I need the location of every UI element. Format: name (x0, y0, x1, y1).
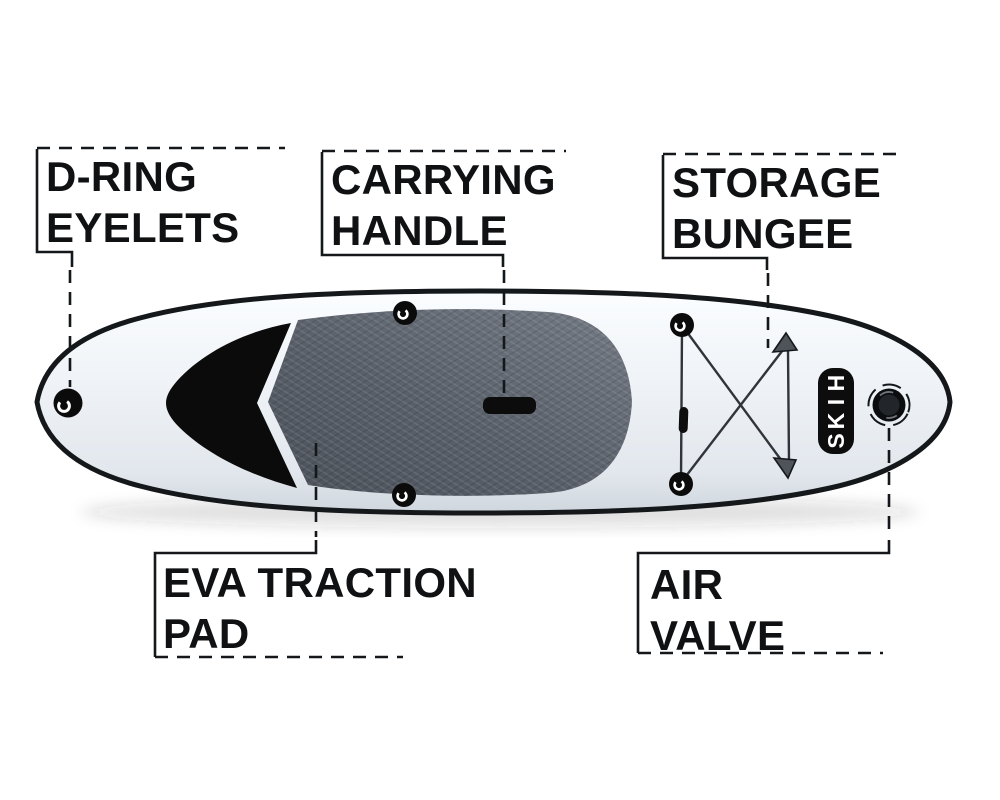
label-line: HANDLE (331, 207, 508, 254)
bungee-anchor-top (771, 331, 799, 353)
bungee-center-anchor (678, 407, 689, 434)
label-line: BUNGEE (672, 210, 854, 257)
bracket-eva-pad (153, 540, 318, 657)
label-air-valve: AIR VALVE (650, 559, 785, 661)
logo-letter: K (823, 412, 849, 429)
nose-graphic (166, 323, 297, 488)
bracket-air-valve (636, 540, 891, 653)
callout-leaders (37, 146, 905, 659)
d-ring-nose (53, 388, 83, 418)
logo-letter: S (823, 433, 849, 448)
carrying-handle (483, 397, 536, 414)
label-line: D-RING (46, 153, 198, 200)
air-valve (867, 383, 911, 427)
d-ring-top-rear (670, 313, 694, 337)
logo-letter: I (823, 399, 849, 405)
label-line: EYELETS (46, 204, 240, 251)
label-line: AIR (650, 561, 724, 608)
d-ring-top-mid (393, 301, 417, 325)
bracket-bungee (661, 155, 769, 270)
bungee-anchor-bottom (772, 457, 798, 480)
label-line: STORAGE (672, 159, 882, 206)
brand-logo: H I K S (818, 368, 854, 454)
label-line: PAD (163, 610, 250, 657)
eva-traction-pad (268, 309, 632, 496)
d-ring-bottom-rear (669, 472, 693, 496)
bracket-d-ring (35, 149, 74, 267)
storage-bungee (679, 326, 791, 483)
label-line: CARRYING (331, 156, 556, 203)
bracket-handle (320, 152, 505, 267)
label-storage-bungee: STORAGE BUNGEE (672, 157, 881, 259)
label-d-ring-eyelets: D-RING EYELETS (46, 151, 239, 253)
logo-letter: H (823, 375, 849, 392)
label-carrying-handle: CARRYING HANDLE (331, 154, 556, 256)
label-line: VALVE (650, 612, 786, 659)
d-ring-bottom-mid (392, 483, 416, 507)
label-eva-traction-pad: EVA TRACTION PAD (163, 557, 477, 659)
label-line: EVA TRACTION (163, 559, 477, 606)
callout-brackets (35, 149, 891, 657)
